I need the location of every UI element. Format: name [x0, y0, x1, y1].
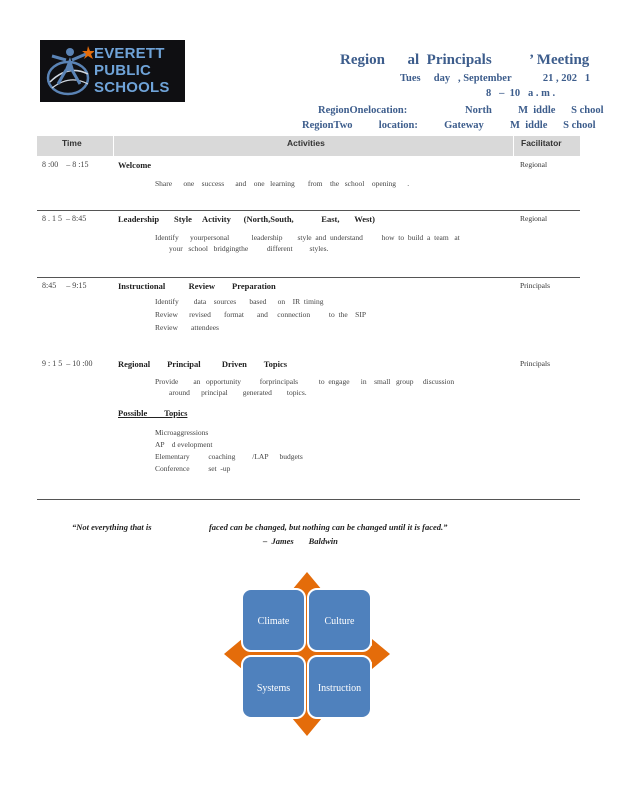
column-divider	[113, 136, 114, 156]
row-time: 8:45 – 9:15	[42, 281, 87, 290]
arrow-up	[292, 572, 322, 590]
topic-item: Elementary coaching /LAP budgets	[155, 452, 303, 461]
row-divider	[37, 277, 580, 278]
row-title: Regional Principal Driven Topics	[118, 359, 288, 369]
row-divider	[37, 210, 580, 211]
row-facilitator: Regional	[520, 214, 548, 223]
topic-item: Microaggressions	[155, 428, 209, 437]
row-bullet-text: Share one success and one learning from …	[155, 179, 410, 188]
topic-item: Conference set -up	[155, 464, 231, 473]
logo-figure-icon	[46, 46, 94, 96]
climate-box	[241, 588, 306, 652]
row-bullet-text: Review attendees	[155, 323, 219, 332]
possible-topics-heading: Possible Topics	[118, 408, 188, 418]
arrow-right	[372, 639, 390, 669]
arrow-down	[292, 718, 322, 736]
systems-label: Systems	[257, 683, 290, 694]
row-facilitator: Regional	[520, 160, 548, 169]
row-facilitator: Principals	[520, 359, 550, 368]
logo-text-line1: EVERETT	[94, 45, 165, 62]
instruction-box	[307, 655, 372, 719]
culture-box	[307, 588, 372, 652]
quote-author: – James Baldwin	[263, 536, 338, 546]
row-time: 8 . 1 5 – 8:45	[42, 214, 87, 223]
row-bullet-text: Provide an opportunity forprincipals to …	[155, 377, 455, 386]
facilitator-column-header: Facilitator	[521, 138, 562, 148]
arrow-left	[224, 639, 242, 669]
table-bottom-rule	[37, 499, 580, 500]
row-time: 8 :00 – 8 :15	[42, 160, 89, 169]
meeting-date: Tues day , September 21 , 202 1	[400, 73, 591, 84]
instruction-label: Instruction	[318, 683, 361, 694]
logo-text-line2: PUBLIC	[94, 62, 152, 79]
row-title: Welcome	[118, 160, 152, 170]
row-bullet-text: Identify yourpersonal leadership style a…	[155, 233, 460, 242]
quadrant-boxes	[241, 588, 372, 719]
four-quadrant-diagram: Climate Culture Systems Instruction	[224, 572, 390, 736]
activities-column-header: Activities	[287, 138, 325, 148]
region-two-location: RegionTwo location: Gateway M iddle S ch…	[302, 120, 596, 131]
row-title: Leadership Style Activity (North,South, …	[118, 214, 375, 224]
row-time: 9 : 1 5 – 10 :00	[42, 359, 93, 368]
everett-public-schools-logo: EVERETT PUBLIC SCHOOLS	[40, 40, 185, 102]
region-one-location: RegionOnelocation: North M iddle S chool	[318, 105, 604, 116]
agenda-table-header: Time Activities Facilitator	[37, 136, 580, 156]
row-title: Instructional Review Preparation	[118, 281, 276, 291]
row-bullet-text: Identify data sources based on IR timing	[155, 297, 324, 306]
culture-label: Culture	[325, 616, 356, 627]
systems-box	[241, 655, 306, 719]
meeting-time: 8 – 10 a . m .	[486, 88, 556, 99]
row-facilitator: Principals	[520, 281, 550, 290]
topic-item: AP d evelopment	[155, 440, 213, 449]
logo-text-line3: SCHOOLS	[94, 79, 170, 96]
column-divider	[513, 136, 514, 156]
quote-text: “Not everything that is faced can be cha…	[72, 522, 448, 532]
page-title: Region al Principals ’ Meeting	[340, 52, 590, 68]
row-bullet-continuation: your school bridgingthe different styles…	[169, 244, 329, 253]
row-bullet-text: Review revised format and connection to …	[155, 310, 367, 319]
row-bullet-continuation: around principal generated topics.	[169, 388, 307, 397]
climate-label: Climate	[258, 616, 290, 627]
time-column-header: Time	[62, 138, 82, 148]
